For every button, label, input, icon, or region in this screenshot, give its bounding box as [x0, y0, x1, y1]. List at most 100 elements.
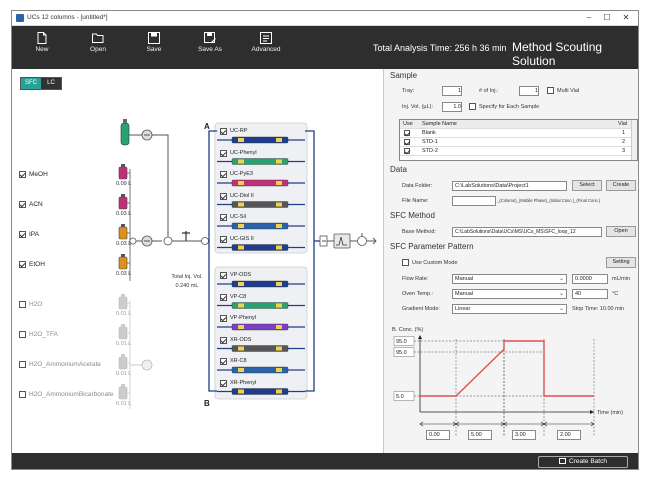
x-axis-label: Time (min): [597, 410, 623, 416]
sample-use-checkbox[interactable]: [404, 148, 410, 154]
column-row: [217, 201, 305, 208]
create-folder-button[interactable]: Create: [606, 180, 636, 191]
solvent-checkbox[interactable]: [19, 171, 26, 178]
open-method-button[interactable]: Open: [606, 226, 636, 237]
file-name-label: File Name:: [402, 198, 429, 204]
column-checkbox[interactable]: [220, 149, 227, 157]
solvent-volume: 0.03 L: [116, 241, 132, 247]
chevron-down-icon: ⌄: [558, 291, 564, 297]
tray-input[interactable]: [442, 86, 462, 96]
column-row: [217, 345, 305, 352]
column-icon: [231, 302, 289, 309]
header-vial: Vial: [618, 121, 628, 127]
sample-name: STD-1: [422, 139, 438, 145]
minimize-button[interactable]: –: [586, 13, 592, 22]
y-tick-label: 95.0: [396, 350, 407, 356]
new-file-icon: [37, 32, 47, 44]
y-tick-label-box[interactable]: 5.0: [393, 391, 415, 401]
mode-lc-button[interactable]: LC: [41, 78, 61, 89]
column-checkbox[interactable]: [220, 214, 227, 221]
mode-sfc-button[interactable]: SFC: [21, 78, 41, 89]
gradient-mode-select[interactable]: Linear⌄: [452, 304, 567, 314]
column-checkbox[interactable]: [220, 192, 227, 200]
flow-diagram-pane: SFC LC: [12, 69, 382, 453]
new-button[interactable]: New: [22, 30, 62, 64]
flow-mode-select[interactable]: Manual⌄: [452, 274, 567, 284]
save-button[interactable]: Save: [134, 30, 174, 64]
segment-time-input[interactable]: [512, 430, 536, 440]
column-row: [217, 366, 305, 374]
open-button[interactable]: Open: [78, 30, 118, 64]
column-checkbox[interactable]: [220, 379, 227, 387]
co2-tank-icon: [120, 119, 130, 146]
sample-use-checkbox[interactable]: [404, 130, 410, 136]
open-label: Open: [90, 46, 106, 53]
sample-use-checkbox[interactable]: [404, 139, 410, 145]
maximize-button[interactable]: ☐: [603, 13, 611, 22]
solvent-volume: 0.01 L: [116, 341, 132, 347]
y-tick-label-box[interactable]: 95.0: [393, 347, 415, 357]
y-tick-label-box[interactable]: 95.0: [393, 336, 415, 346]
close-button[interactable]: ✕: [622, 13, 630, 22]
column-group-a-box: [214, 122, 308, 254]
sample-table-scrollbar[interactable]: [631, 120, 637, 160]
column-row: [217, 136, 305, 144]
oven-temp-unit: °C: [612, 291, 619, 297]
solvent-name: IPA: [29, 231, 39, 238]
column-group-a-label: A: [204, 122, 210, 131]
base-method-input[interactable]: [452, 227, 602, 237]
advanced-button[interactable]: Advanced: [246, 30, 286, 64]
segment-time-input[interactable]: [557, 430, 581, 440]
column-checkbox[interactable]: [220, 272, 227, 279]
num-inj-input[interactable]: [519, 86, 539, 96]
header-use: Use: [403, 121, 413, 127]
setting-button[interactable]: Setting: [606, 257, 636, 268]
save-as-button[interactable]: Save As: [190, 30, 230, 64]
save-as-label: Save As: [198, 46, 222, 53]
solvent-checkbox[interactable]: [19, 261, 26, 268]
column-icon: [231, 345, 289, 352]
solvent-checkbox[interactable]: [19, 391, 26, 398]
create-batch-button[interactable]: Create Batch: [538, 456, 628, 468]
app-icon: [16, 14, 24, 22]
column-checkbox[interactable]: [220, 171, 227, 178]
solvent-checkbox[interactable]: [19, 201, 26, 208]
custom-mode-checkbox[interactable]: [402, 259, 409, 266]
segment-time-input[interactable]: [426, 430, 450, 440]
inj-vol-input[interactable]: [442, 102, 462, 112]
column-checkbox[interactable]: [220, 293, 227, 301]
save-as-icon: [204, 32, 216, 44]
solvent-checkbox[interactable]: [19, 361, 26, 368]
oven-mode-select[interactable]: Manual⌄: [452, 289, 567, 299]
sfc-method-title: SFC Method: [390, 211, 435, 220]
column-checkbox[interactable]: [220, 128, 227, 135]
data-folder-input[interactable]: [452, 181, 567, 191]
custom-mode-label: Use Custom Mode: [412, 260, 458, 266]
column-checkbox[interactable]: [220, 358, 227, 365]
column-name: VP-Phenyl: [230, 315, 256, 321]
solvent-volume: 0.01 L: [116, 401, 132, 407]
sample-section-title: Sample: [390, 71, 418, 80]
solvent-bottle-icon: [118, 294, 130, 310]
flow-rate-input[interactable]: [572, 274, 608, 284]
column-checkbox[interactable]: [220, 235, 227, 243]
select-folder-button[interactable]: Select: [572, 180, 602, 191]
multi-vial-checkbox[interactable]: [547, 87, 554, 94]
back-pressure-regulator-icon: [357, 233, 367, 246]
oven-temp-input[interactable]: [572, 289, 608, 299]
column-checkbox[interactable]: [220, 315, 227, 322]
solvent-bottle-icon: [118, 384, 130, 400]
column-name: UC-Sil: [230, 214, 246, 220]
solvent-checkbox[interactable]: [19, 301, 26, 308]
column-name: UC-Diol II: [230, 192, 254, 199]
solvent-name: ACN: [29, 201, 43, 208]
solvent-checkbox[interactable]: [19, 231, 26, 238]
specify-each-checkbox[interactable]: [469, 103, 476, 110]
segment-time-input[interactable]: [468, 430, 492, 440]
solvent-checkbox[interactable]: [19, 331, 26, 338]
column-checkbox[interactable]: [220, 336, 227, 344]
file-name-input[interactable]: [452, 196, 496, 206]
